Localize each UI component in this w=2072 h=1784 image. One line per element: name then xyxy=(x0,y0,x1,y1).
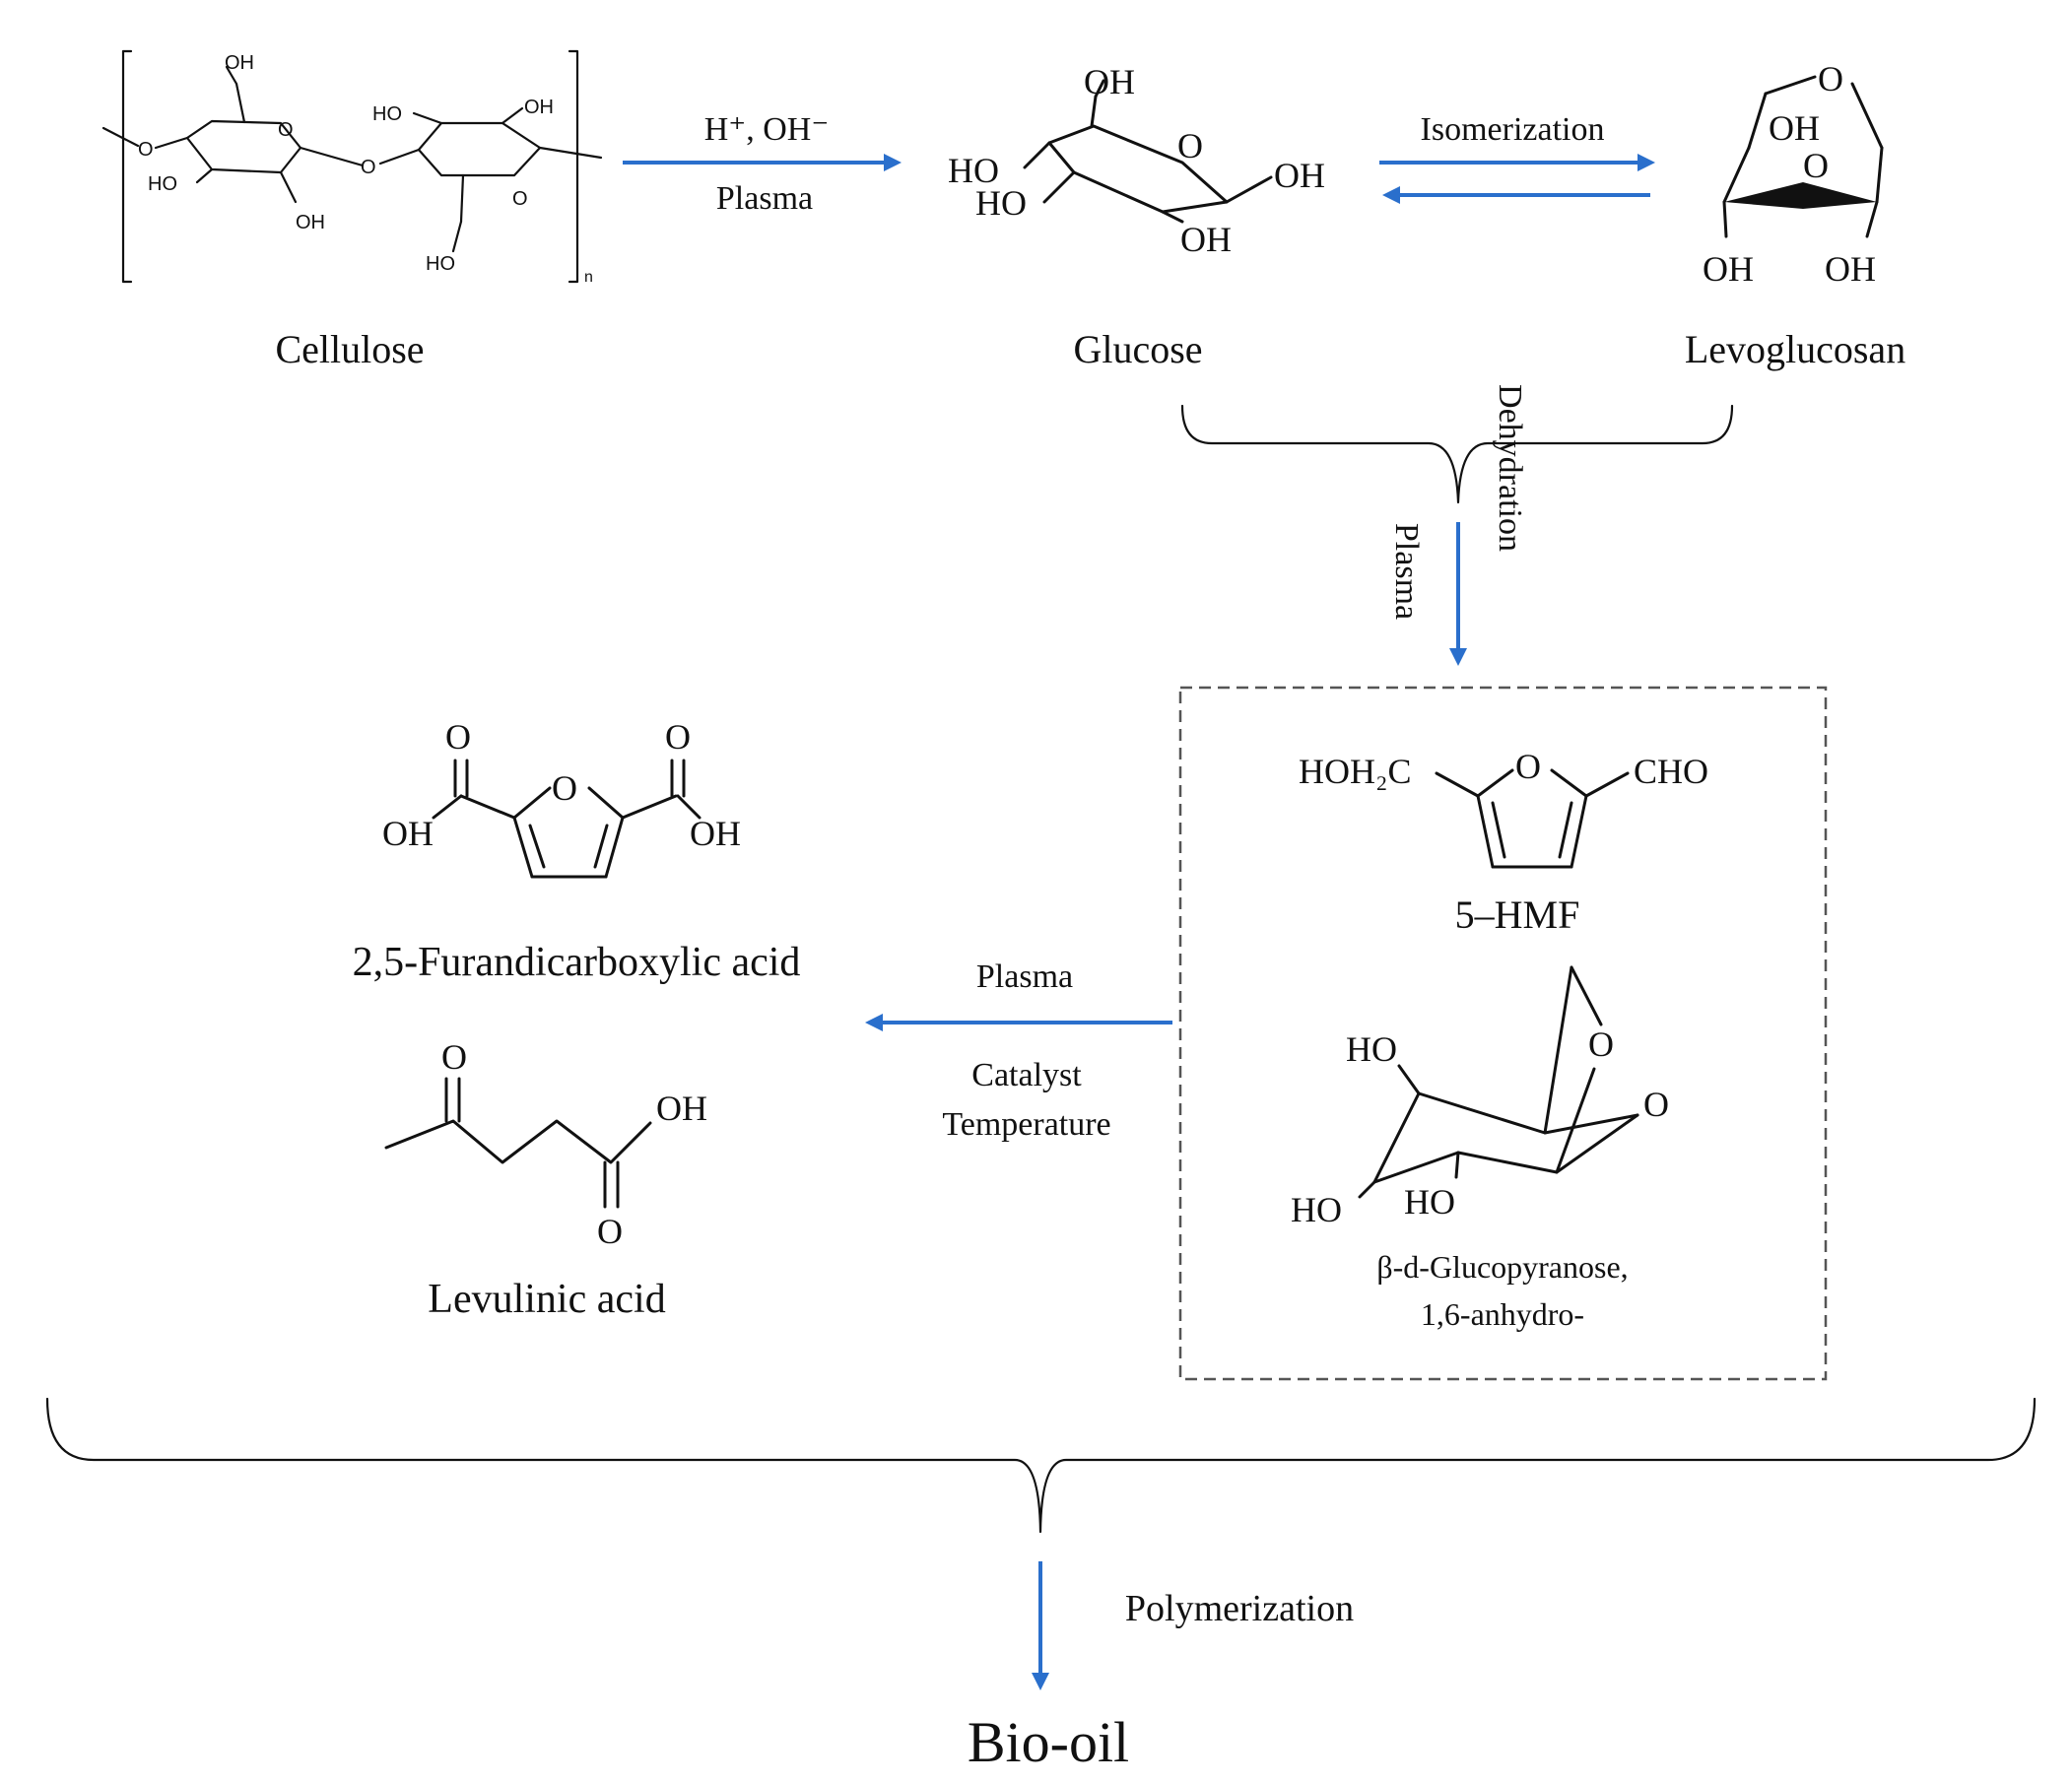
fdca-ring-o: O xyxy=(552,768,577,808)
cellulose-ring1-o: O xyxy=(278,119,294,141)
levoglucosan-label: Levoglucosan xyxy=(1685,327,1905,371)
anhydro-ho-top: HO xyxy=(1346,1029,1397,1069)
levoglucosan-o-mid: O xyxy=(1803,146,1829,185)
condition-dehydration: Dehydration xyxy=(1492,384,1528,552)
cellulose-ring2-o: O xyxy=(512,188,528,210)
fdca-o-right: O xyxy=(665,717,691,757)
condition-plasma-1: Plasma xyxy=(716,180,813,217)
anhydro-label-line2: 1,6-anhydro- xyxy=(1421,1296,1584,1332)
cellulose-o-left: O xyxy=(138,139,154,161)
bracket-right xyxy=(568,49,579,284)
anhydro-ho-b1: HO xyxy=(1291,1190,1342,1229)
glucose-ring-o: O xyxy=(1177,126,1203,165)
levulinic-label: Levulinic acid xyxy=(428,1277,665,1322)
condition-plasma-2: Plasma xyxy=(1388,523,1425,620)
anhydro-label-line1: β-d-Glucopyranose, xyxy=(1376,1249,1628,1285)
levoglucosan-oh-b1: OH xyxy=(1703,249,1754,289)
condition-plasma-3: Plasma xyxy=(976,958,1073,995)
cellulose-bridge-o: O xyxy=(361,157,376,178)
fdca-label: 2,5-Furandicarboxylic acid xyxy=(353,940,801,985)
cellulose-ho-left: HO xyxy=(148,173,177,195)
cellulose-oh-top: OH xyxy=(225,52,254,74)
condition-acid-base: H⁺, OH⁻ xyxy=(704,111,830,148)
glucose-oh-right: OH xyxy=(1274,156,1325,195)
cellulose-subscript-n: n xyxy=(584,269,593,286)
levoglucosan-oh-mid: OH xyxy=(1769,108,1820,148)
products-box xyxy=(1178,686,1828,1381)
fdca-structure: O O O OH OH xyxy=(382,717,741,879)
hmf-ring-o: O xyxy=(1515,747,1541,786)
levulinic-o-top: O xyxy=(441,1037,467,1077)
hmf-label: 5–HMF xyxy=(1455,892,1580,937)
levulinic-oh: OH xyxy=(656,1089,707,1128)
glucose-oh-top: OH xyxy=(1084,62,1135,101)
bracket-left xyxy=(121,49,133,284)
cellulose-ho-top2: HO xyxy=(372,103,402,125)
levoglucosan-structure: O OH O OH OH xyxy=(1703,59,1884,289)
levoglucosan-o-top: O xyxy=(1818,59,1843,99)
condition-polymerization: Polymerization xyxy=(1125,1588,1354,1629)
biooil-label: Bio-oil xyxy=(968,1710,1129,1774)
cellulose-oh-right: OH xyxy=(524,97,554,118)
hmf-right-group: CHO xyxy=(1634,752,1708,791)
anhydro-ho-b2: HO xyxy=(1404,1182,1455,1222)
condition-temperature: Temperature xyxy=(942,1106,1110,1143)
glucose-label: Glucose xyxy=(1073,327,1202,371)
levulinic-acid-structure: O OH O xyxy=(384,1037,707,1251)
levulinic-o-bottom: O xyxy=(597,1212,623,1251)
cellulose-ho-bottom2: HO xyxy=(426,253,455,275)
hmf-left-group: HOH₂C xyxy=(1299,752,1412,791)
fdca-oh-left: OH xyxy=(382,814,434,853)
hmf-structure: HOH₂C O CHO xyxy=(1299,747,1708,869)
levoglucosan-oh-b2: OH xyxy=(1825,249,1876,289)
glucose-oh-bottom: OH xyxy=(1180,220,1232,259)
cellulose-oh-bottom: OH xyxy=(296,212,325,233)
glucose-structure: OH O HO HO OH OH xyxy=(948,62,1325,259)
anhydro-glucopyranose-structure: O O HO HO HO xyxy=(1291,965,1669,1229)
fdca-o-left: O xyxy=(445,717,471,757)
glucose-ho-1: HO xyxy=(948,151,999,190)
fdca-oh-right: OH xyxy=(690,814,741,853)
cellulose-structure: n O O OH HO OH O O HO OH HO xyxy=(101,49,603,286)
brace-all-products xyxy=(45,1397,2037,1534)
anhydro-o-top: O xyxy=(1588,1024,1614,1064)
condition-isomerization: Isomerization xyxy=(1421,111,1605,148)
cellulose-label: Cellulose xyxy=(275,327,424,371)
glucose-ho-2: HO xyxy=(975,183,1027,223)
anhydro-o-right: O xyxy=(1643,1085,1669,1124)
condition-catalyst: Catalyst xyxy=(971,1057,1082,1093)
brace-glucose-levoglucosan xyxy=(1180,404,1734,504)
